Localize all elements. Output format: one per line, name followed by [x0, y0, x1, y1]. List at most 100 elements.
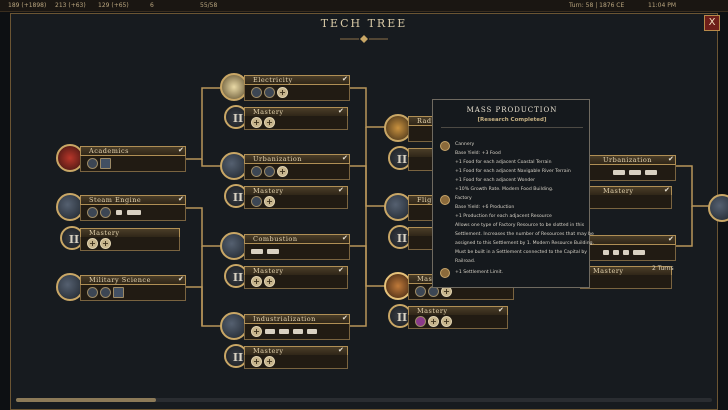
tech-combustion-label: Combustion	[244, 234, 350, 244]
tech-industrialization[interactable]: Industrialization + ✔	[220, 312, 350, 342]
plus-icon: +	[441, 316, 452, 327]
mastery-flight[interactable]: II	[388, 225, 438, 251]
tooltip-line: +10% Growth Rate. Modern Food Building.	[455, 187, 554, 192]
mastery-urbanization[interactable]: II Mastery + ✔	[224, 184, 348, 210]
check-icon: ✔	[342, 314, 348, 322]
tooltip-line: Base Yield: +3 Food	[455, 151, 501, 156]
clock: 11:04 PM	[648, 2, 676, 9]
tech-mass-production-rewards: +	[408, 284, 514, 300]
check-icon: ✔	[178, 146, 184, 154]
ship-unit-icon	[645, 170, 657, 175]
factory-icon	[440, 195, 450, 205]
tooltip-line: +1 Food for each adjacent Wonder	[455, 178, 535, 183]
tech-next-offscreen[interactable]	[708, 194, 728, 222]
plus-icon: +	[251, 276, 262, 287]
unit-icon	[603, 250, 609, 255]
mastery-combustion[interactable]: II Mastery + + ✔	[224, 264, 348, 290]
combustion-portrait-icon	[220, 232, 248, 260]
plus-icon: +	[428, 316, 439, 327]
tech-military-science[interactable]: Military Science ✔	[56, 273, 186, 303]
mastery-steam-engine[interactable]: II Mastery + +	[60, 226, 180, 252]
check-icon: ✔	[338, 266, 344, 274]
check-icon: ✔	[668, 155, 674, 163]
tech-right-urbanization-label: Urbanization	[580, 155, 676, 165]
plus-icon: +	[277, 87, 288, 98]
check-icon: ✔	[342, 75, 348, 83]
factory-icon	[87, 207, 98, 218]
cannery-icon	[440, 141, 450, 151]
title-ornament-icon	[340, 35, 388, 43]
turn-counter: Turn: 58 | 1876 CE	[569, 2, 625, 9]
stat-gold: 129 (+65)	[98, 2, 129, 9]
plus-icon: +	[264, 117, 275, 128]
mass-production-portrait-icon	[384, 272, 412, 300]
tech-right-lower-rewards	[580, 245, 676, 261]
plus-icon: +	[251, 356, 262, 367]
unit-icon	[279, 329, 289, 334]
check-icon: ✔	[338, 186, 344, 194]
mastery-electricity[interactable]: II Mastery + + ✔	[224, 105, 348, 131]
cannery-icon	[415, 286, 426, 297]
building-icon	[264, 166, 275, 177]
building-icon	[251, 166, 262, 177]
building-icon	[264, 87, 275, 98]
plus-icon: +	[87, 238, 98, 249]
tech-military-science-label: Military Science	[80, 275, 186, 285]
tech-combustion-rewards	[244, 244, 350, 260]
horizontal-scrollbar[interactable]	[16, 398, 712, 402]
tech-radio[interactable]: Radio	[384, 114, 448, 144]
tooltip-status: [Research Completed]	[477, 117, 547, 123]
tech-urbanization[interactable]: Urbanization + ✔	[220, 152, 350, 182]
tooltip-line: +1 Settlement Limit.	[455, 270, 504, 275]
mastery-right-lower[interactable]: Mastery	[560, 264, 672, 290]
tooltip-line: Cannery	[455, 142, 475, 147]
plus-icon: +	[277, 166, 288, 177]
mastery-rewards: + +	[408, 315, 508, 329]
ship-unit-icon	[613, 170, 625, 175]
tech-right-urbanization-rewards	[580, 165, 676, 181]
mastery-rewards: + +	[244, 275, 348, 289]
tech-steam-engine[interactable]: Steam Engine ✔	[56, 193, 186, 223]
mastery-radio[interactable]: II	[388, 146, 438, 172]
unit-icon	[623, 250, 629, 255]
power-plant-icon	[251, 87, 262, 98]
stat-settlements: 55/58	[200, 2, 218, 9]
check-icon: ✔	[342, 234, 348, 242]
top-resource-bar: 189 (+1898) 213 (+63) 129 (+65) 6 55/58 …	[0, 0, 728, 12]
ship-unit-icon	[633, 250, 645, 255]
tech-right-lower[interactable]: ✔	[560, 233, 676, 263]
scrollbar-thumb[interactable]	[16, 398, 156, 402]
library-icon	[87, 158, 98, 169]
unit-icon	[293, 329, 303, 334]
tech-right-urbanization[interactable]: Urbanization ✔	[560, 153, 676, 183]
tech-right-lower-label	[580, 235, 676, 245]
tooltip-divider	[441, 127, 583, 128]
tooltip-line: Railroad.	[455, 259, 476, 264]
plus-icon: +	[264, 196, 275, 207]
tooltip-line: +1 Production for each adjacent Resource	[455, 214, 552, 219]
research-turns: 2 Turns	[652, 265, 674, 272]
unit-icon	[307, 329, 317, 334]
close-button[interactable]: X	[704, 15, 720, 31]
mastery-mass-production[interactable]: II Mastery + + ✔	[388, 304, 508, 330]
tech-steam-engine-rewards	[80, 205, 186, 221]
plus-icon: +	[251, 117, 262, 128]
barracks-icon	[87, 287, 98, 298]
school-icon	[100, 158, 111, 169]
mastery-rewards	[580, 195, 672, 209]
check-icon: ✔	[498, 306, 504, 314]
stat-science: 189 (+1898)	[8, 2, 47, 9]
tech-combustion[interactable]: Combustion ✔	[220, 232, 350, 262]
tech-electricity[interactable]: Electricity + ✔	[220, 73, 350, 103]
mastery-rewards: + +	[80, 237, 180, 251]
settlement-icon	[440, 268, 450, 278]
tech-military-science-rewards	[80, 285, 186, 301]
tooltip-line: +1 Food for each adjacent Coastal Terrai…	[455, 160, 552, 165]
flight-portrait-icon	[384, 193, 412, 221]
tech-portrait-icon	[708, 194, 728, 222]
mastery-industrialization[interactable]: II Mastery + + ✔	[224, 344, 348, 370]
tech-academics[interactable]: Academics ✔	[56, 144, 186, 174]
mastery-rewards	[580, 275, 672, 289]
check-icon: ✔	[338, 107, 344, 115]
tooltip-line: Settlement. Increases the number of Reso…	[455, 232, 594, 237]
